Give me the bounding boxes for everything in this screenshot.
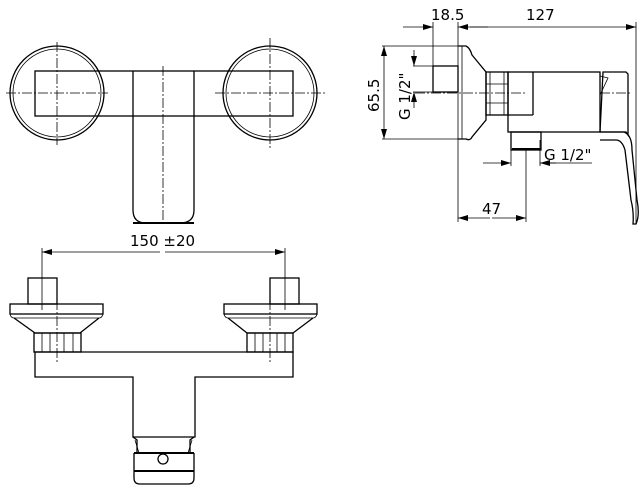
dim-inlet-thread: G 1/2" bbox=[396, 73, 414, 120]
right-inlet bbox=[223, 277, 318, 362]
mixer-body-side bbox=[507, 71, 601, 133]
dim-18-5: 18.5 bbox=[431, 6, 464, 24]
dim-150: 150 ±20 bbox=[130, 232, 195, 250]
dim-47: 47 bbox=[482, 200, 501, 218]
lever-top bbox=[132, 71, 195, 224]
left-inlet bbox=[9, 277, 104, 362]
mixer-body-front bbox=[34, 351, 294, 438]
dim-65-5: 65.5 bbox=[365, 79, 383, 112]
dim-127: 127 bbox=[526, 6, 555, 24]
body-bar bbox=[34, 70, 294, 117]
side-view: 18.5 127 65.5 G 1/2" G 1/2" 47 bbox=[365, 6, 639, 225]
outlet-hole bbox=[157, 453, 169, 465]
hex-nut-side bbox=[485, 71, 509, 116]
eccentric-fitting bbox=[432, 65, 459, 93]
bottom-outlet bbox=[132, 436, 195, 485]
top-view bbox=[6, 38, 325, 226]
dim-outlet-thread: G 1/2" bbox=[544, 146, 591, 164]
lever-side bbox=[599, 71, 629, 138]
outlet-fitting bbox=[510, 131, 542, 151]
front-view: 150 ±20 bbox=[9, 232, 318, 485]
left-hex-nut bbox=[33, 332, 82, 353]
